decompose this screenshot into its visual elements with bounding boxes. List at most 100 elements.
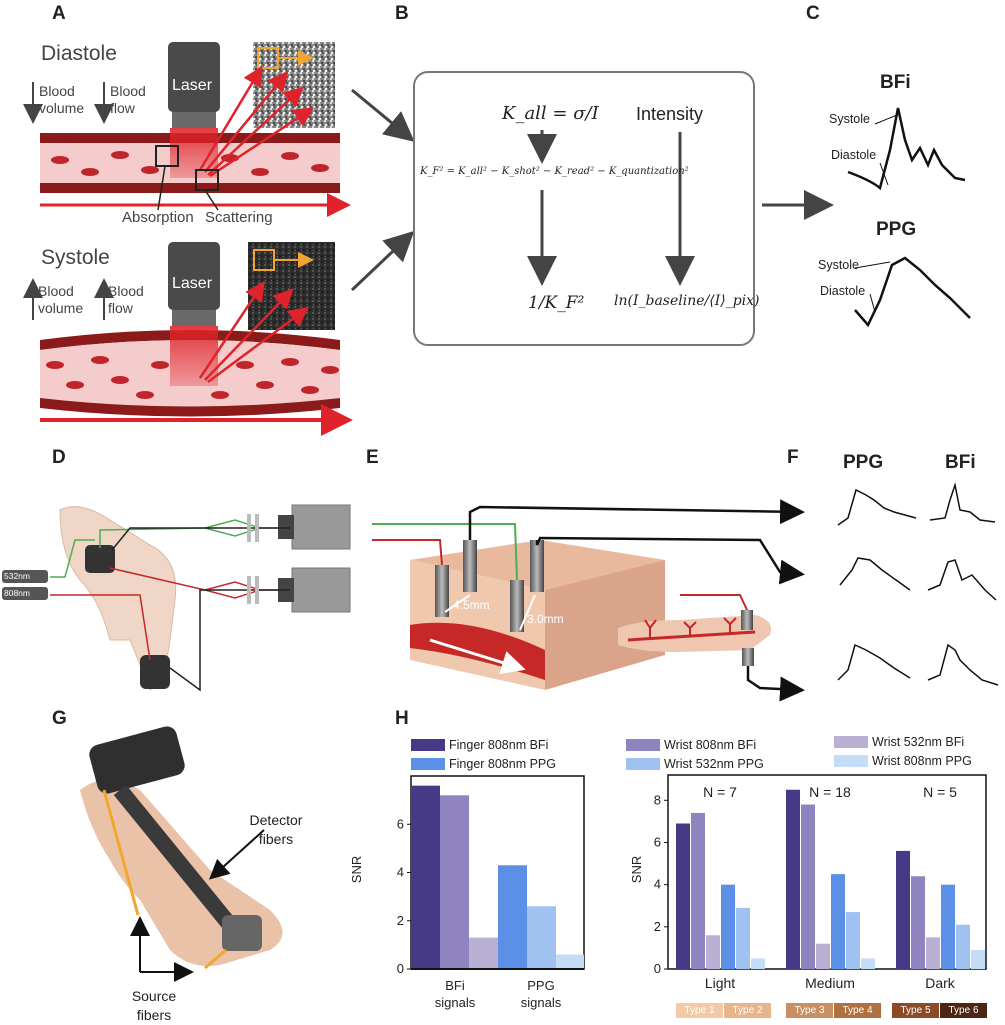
ppg-trace-3 <box>837 643 911 681</box>
bar <box>498 865 527 969</box>
bfi-column-title: BFi <box>945 452 976 473</box>
y-tick-label: 4 <box>397 865 404 880</box>
detector-fibers-label: Detector fibers <box>249 812 303 847</box>
inverse-kf-formula: 1/K_F² <box>528 293 585 313</box>
skin-type-6: Type 6 <box>940 1003 987 1018</box>
fiber-probe <box>463 540 477 592</box>
systole-marker: Systole <box>818 258 859 272</box>
diastole-marker: Diastole <box>831 148 877 162</box>
fiber-probe <box>435 565 449 617</box>
legend-item: Wrist 532nm BFi <box>834 735 964 749</box>
panel-label-e: E <box>366 447 379 468</box>
y-tick-label: 6 <box>397 816 404 831</box>
camera <box>291 504 351 550</box>
bfi-trace-3 <box>927 643 999 686</box>
bar <box>676 823 690 969</box>
panel-label-h: H <box>395 708 409 729</box>
fiber-probe <box>530 540 544 592</box>
legend-label: Finger 808nm PPG <box>449 757 556 771</box>
ppg-trace-1 <box>837 488 917 526</box>
ppg-waveform <box>854 256 971 328</box>
skin-type-5: Type 5 <box>892 1003 939 1018</box>
skin-type-4: Type 4 <box>834 1003 881 1018</box>
legend-swatch <box>626 739 660 751</box>
legend-swatch <box>626 758 660 770</box>
bar <box>971 950 985 969</box>
legend-item: Wrist 808nm BFi <box>626 738 756 752</box>
blood-volume-label: Blood volume <box>38 283 84 316</box>
bar <box>896 850 910 969</box>
red-blood-cells <box>46 356 339 399</box>
y-tick-label: 2 <box>654 919 661 934</box>
skin-type-2: Type 2 <box>724 1003 771 1018</box>
laser-label: Laser <box>172 275 213 292</box>
y-tick-label: 6 <box>654 834 661 849</box>
finger-illustration <box>618 615 771 652</box>
laser-device <box>168 42 220 112</box>
legend-swatch <box>411 739 445 751</box>
k-all-formula: K_all = σ/I <box>502 103 599 124</box>
panel-a <box>23 42 415 436</box>
panel-e <box>372 499 805 702</box>
legend-item: Finger 808nm PPG <box>411 757 556 771</box>
x-tick-label: Medium <box>805 975 855 991</box>
x-tick-label: Dark <box>925 975 956 991</box>
bar <box>831 874 845 969</box>
bar <box>926 937 940 969</box>
bar <box>751 958 765 969</box>
panel-d <box>2 504 351 692</box>
k-f-formula: K_F² = K_all² − K_shot² − K_read² − K_qu… <box>420 166 689 177</box>
panel-label-a: A <box>52 3 66 24</box>
legend-label: Wrist 532nm BFi <box>872 735 965 749</box>
panel-c <box>847 107 971 328</box>
source-fibers-label: Source fibers <box>131 988 177 1023</box>
legend-label: Wrist 808nm PPG <box>872 754 972 768</box>
panel-label-d: D <box>52 447 66 468</box>
y-tick-label: 8 <box>654 792 661 807</box>
systole-label: Systole <box>41 246 110 269</box>
skin-type-3: Type 3 <box>786 1003 833 1018</box>
group-annotation: N = 7 <box>703 784 737 800</box>
bfi-title: BFi <box>880 72 911 93</box>
panel-label-b: B <box>395 3 409 24</box>
ppg-column-title: PPG <box>843 452 884 473</box>
wavelength-532-label: 532nm <box>4 571 30 581</box>
laser-device <box>168 242 220 310</box>
bar <box>411 785 440 969</box>
blood-flow-label: Blood flow <box>110 83 146 116</box>
ln-intensity-formula: ln(I_baseline/⟨I⟩_pix) <box>614 293 760 309</box>
legend-label: Wrist 532nm PPG <box>664 757 764 771</box>
y-tick-label: 2 <box>397 913 404 928</box>
diastole-marker: Diastole <box>820 284 866 298</box>
fiber-probe <box>510 580 524 632</box>
bar <box>469 937 498 969</box>
absorption-label: Absorption <box>122 209 194 226</box>
bar <box>816 943 830 969</box>
bar <box>911 876 925 969</box>
wrist-probe <box>85 545 115 573</box>
bfi-trace-2 <box>927 559 997 601</box>
y-tick-label: 0 <box>397 961 404 976</box>
scattering-box <box>195 169 219 191</box>
bar <box>527 906 556 969</box>
scatter-rays <box>198 280 310 384</box>
bar <box>706 935 720 969</box>
legend-swatch <box>834 755 868 767</box>
y-axis-label: SNR <box>349 855 365 884</box>
panel-b <box>413 71 834 346</box>
laser-label: Laser <box>172 77 213 94</box>
panel-label-f: F <box>787 447 799 468</box>
bar <box>956 924 970 969</box>
blood-flow-label: Blood flow <box>108 283 144 316</box>
legend-item: Wrist 808nm PPG <box>834 754 972 768</box>
skin-type-1: Type 1 <box>676 1003 723 1018</box>
finger-clip <box>222 915 262 951</box>
bar <box>556 954 584 969</box>
scattering-label: Scattering <box>205 209 273 226</box>
systole-marker: Systole <box>829 112 870 126</box>
